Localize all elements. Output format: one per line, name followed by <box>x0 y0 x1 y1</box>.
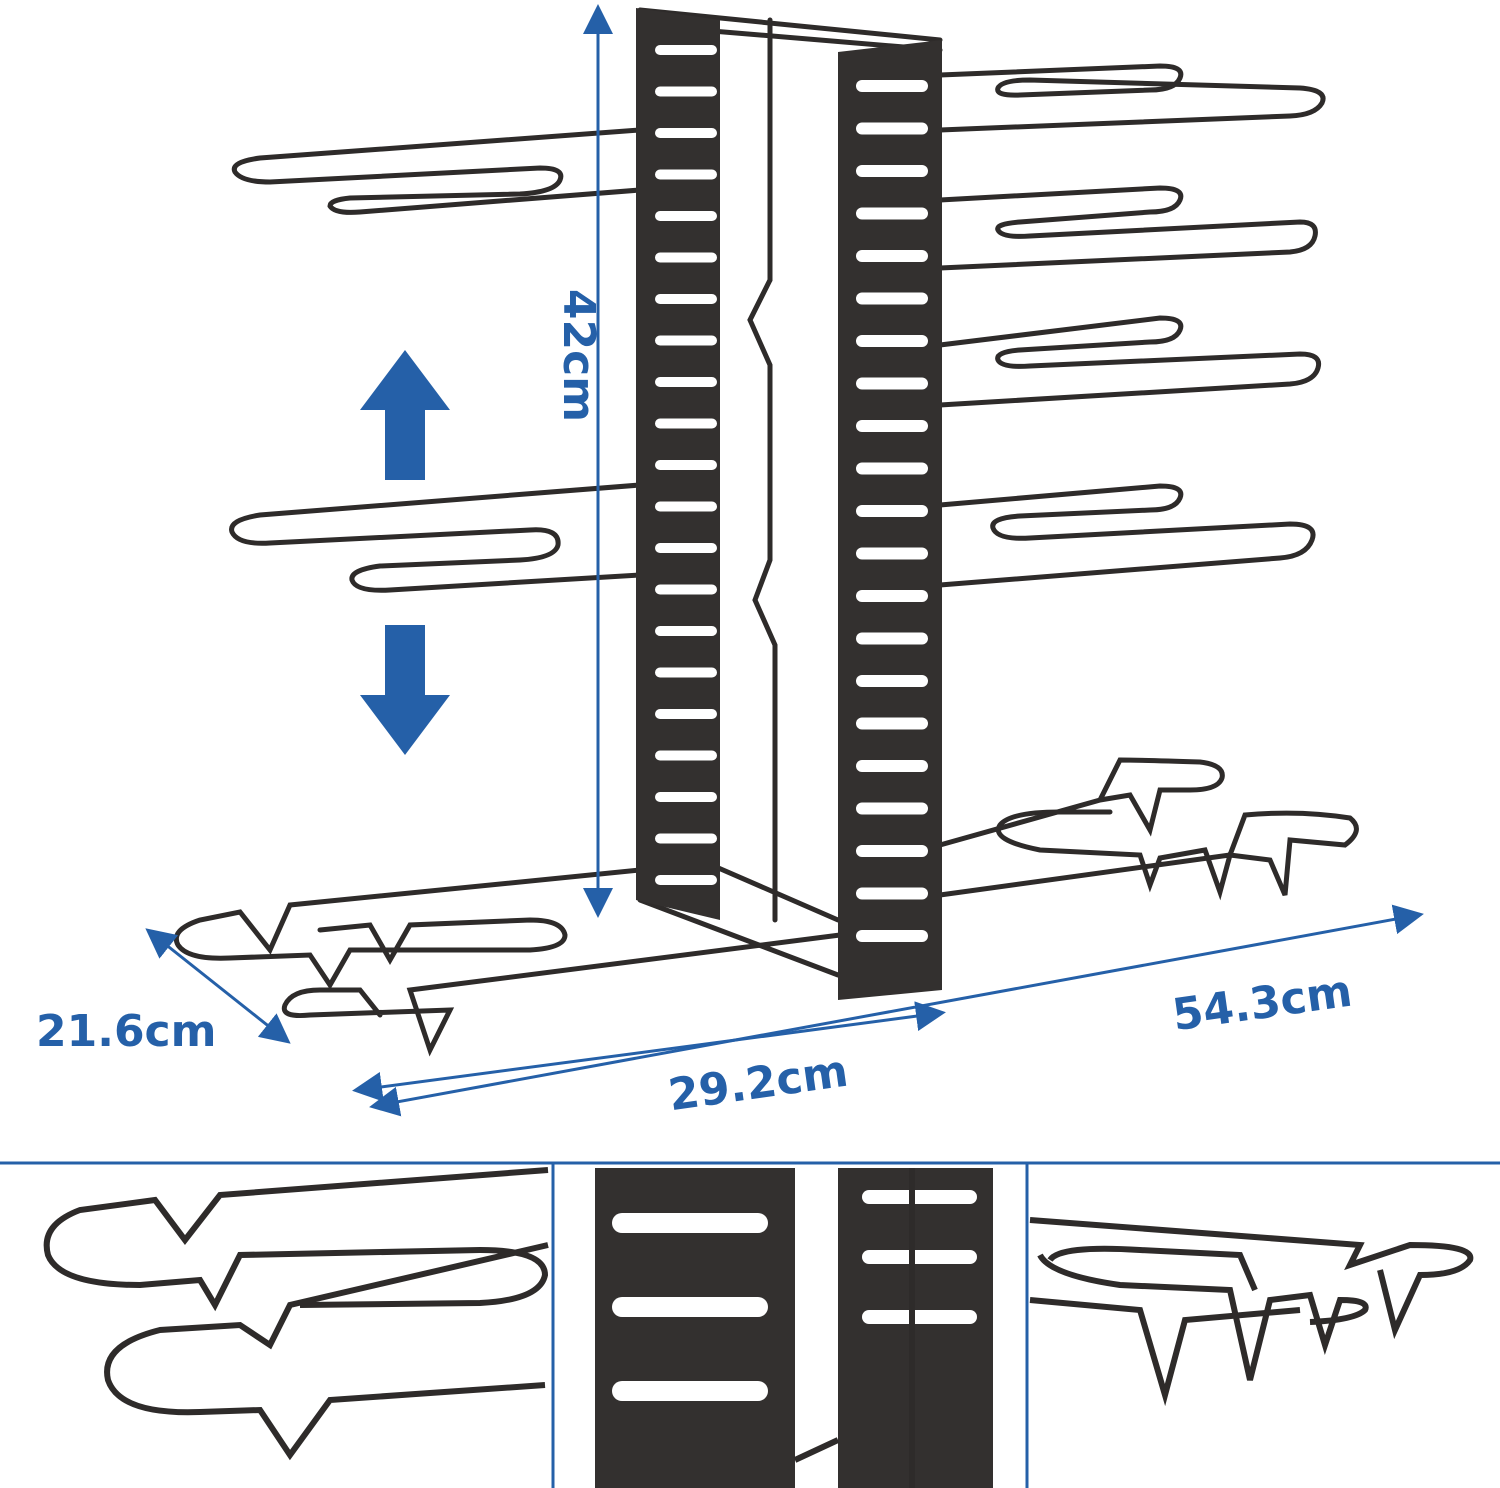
panel-slot <box>655 584 717 595</box>
panel-slot <box>856 845 928 857</box>
panel-slot <box>856 80 928 92</box>
panel-slot <box>856 760 928 772</box>
panel-slot <box>655 709 717 719</box>
panel-slot <box>655 211 717 221</box>
panel-slot <box>655 252 717 263</box>
panel-slot <box>655 460 717 470</box>
panel-slot <box>856 930 928 942</box>
panel-slot <box>655 667 717 678</box>
panel-slot <box>856 547 928 560</box>
panel-slot <box>655 501 717 512</box>
panel-slot <box>655 833 717 844</box>
panel-slot <box>856 675 928 687</box>
panel-slot <box>856 420 928 432</box>
panel-slot <box>655 875 717 885</box>
panel-slot <box>856 887 928 900</box>
depth-dimension-label: 21.6cm <box>36 1006 217 1057</box>
panel-slot <box>655 86 717 97</box>
arrow-down-icon <box>360 625 450 755</box>
panel-slot <box>655 45 717 55</box>
panel-slot <box>655 543 717 553</box>
panel-slot <box>655 335 717 346</box>
panel-slot <box>655 626 717 636</box>
rack-wires <box>173 7 1359 1057</box>
dimension-lines <box>145 3 1424 1117</box>
detail-right-loops <box>1029 1217 1474 1407</box>
detail-base-loops <box>43 1167 549 1461</box>
panel-slot <box>655 128 717 138</box>
panel-slot <box>856 717 928 730</box>
panel-slots <box>655 45 928 942</box>
panel-slot <box>856 335 928 347</box>
panel-slot <box>856 377 928 390</box>
panel-slot <box>856 505 928 517</box>
panel-slot <box>655 377 717 387</box>
panel-slot <box>655 294 717 304</box>
height-dimension-label: 42cm <box>553 288 605 423</box>
panel-slot <box>856 632 928 645</box>
detail-separators <box>0 1161 1500 1488</box>
panel-slot <box>856 292 928 305</box>
panel-slot <box>655 792 717 802</box>
panel-slot <box>655 750 717 761</box>
panel-slot <box>655 169 717 180</box>
panel-slot <box>856 122 928 135</box>
panel-slot <box>655 418 717 429</box>
panel-slot <box>856 165 928 177</box>
panel-slot <box>856 802 928 815</box>
arrow-up-icon <box>360 350 450 480</box>
panel-slot <box>856 590 928 602</box>
detail-tower-panel <box>595 1168 993 1488</box>
panel-slot <box>856 250 928 262</box>
panel-slot <box>856 207 928 220</box>
panel-slot <box>856 462 928 475</box>
